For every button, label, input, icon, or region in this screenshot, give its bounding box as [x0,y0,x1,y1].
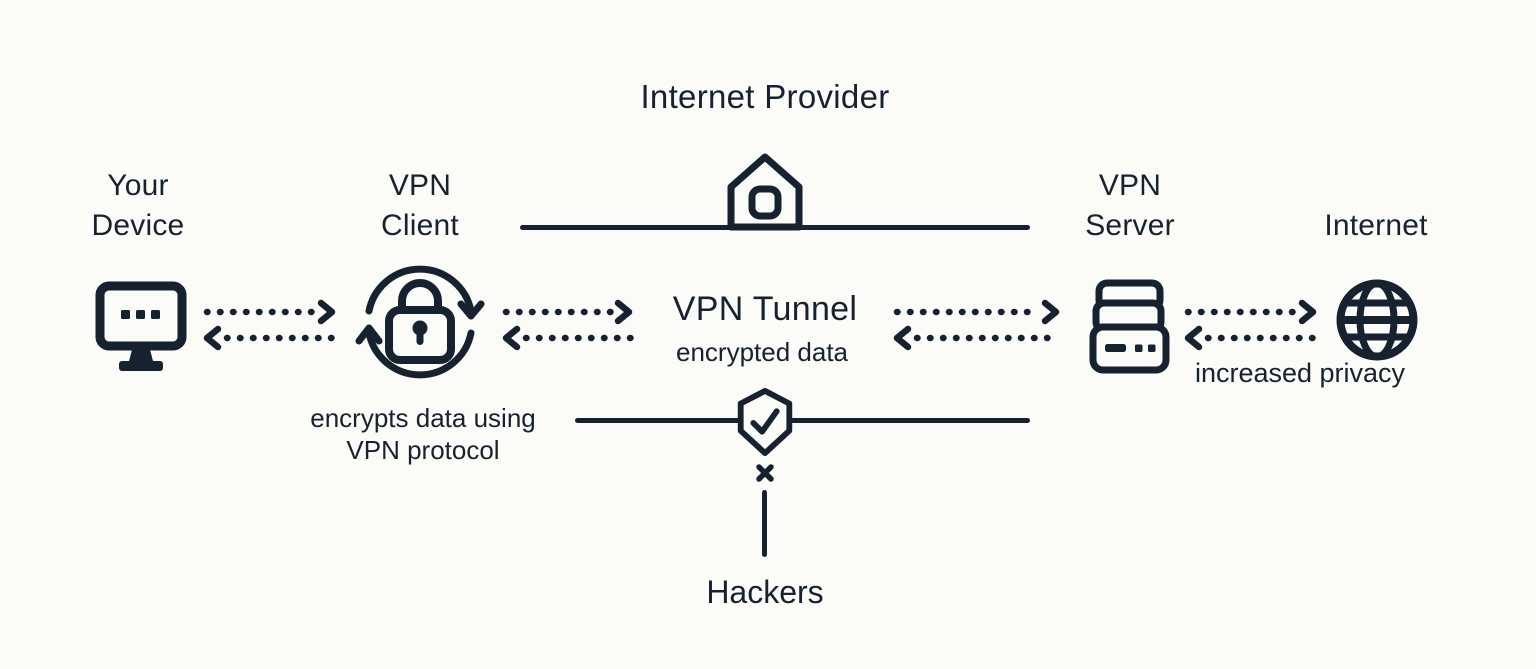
your-device-label: Your Device [91,169,185,242]
globe-icon [1335,278,1419,362]
device-client-arrows [203,299,341,351]
lock-sync-icon [355,257,485,387]
vpn-client-label: VPN Client [381,169,459,242]
client-tunnel-arrows [502,299,638,351]
vpn-tunnel-label: VPN Tunnel [672,290,858,328]
hackers-blocked-line [762,490,767,557]
encrypts-data-caption: encrypts data using VPN protocol [310,403,536,465]
server-stack-icon [1089,279,1170,374]
internet-label: Internet [1324,209,1428,242]
x-mark-icon [756,464,774,482]
monitor-icon [95,281,187,373]
house-icon [722,152,808,232]
shield-check-icon [733,387,797,457]
increased-privacy-caption: increased privacy [1194,358,1406,388]
vpn-server-label: VPN Server [1085,169,1175,242]
tunnel-server-arrows [893,299,1065,351]
tunnel-rail-line [575,418,1030,423]
encrypted-data-caption: encrypted data [675,337,849,367]
internet-provider-title: Internet Provider [640,78,890,115]
hackers-label: Hackers [706,574,824,610]
server-internet-arrows [1184,299,1322,351]
